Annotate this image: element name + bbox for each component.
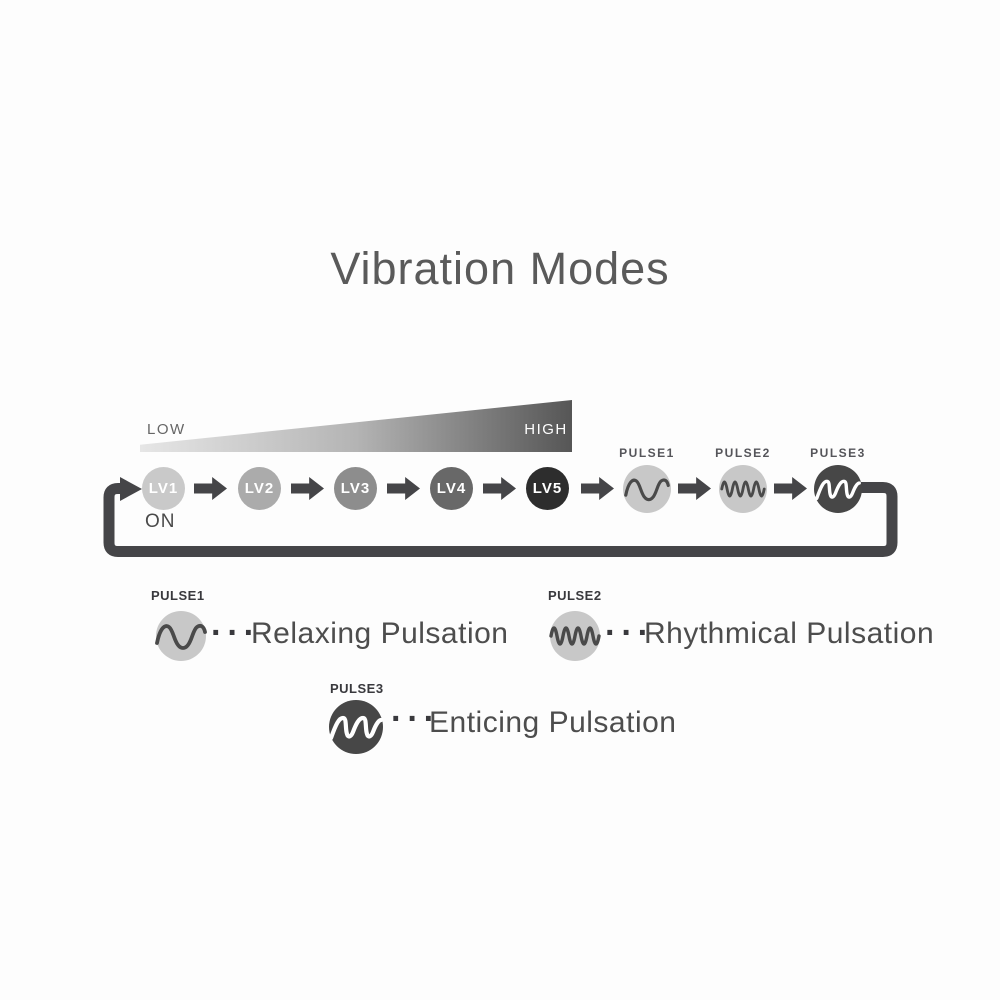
pulse3-top-label: PULSE3 bbox=[810, 446, 866, 460]
lv2-label: LV2 bbox=[244, 480, 275, 497]
lv3-label: LV3 bbox=[340, 480, 371, 497]
sawtooth-wave-icon bbox=[328, 715, 384, 741]
dense-wave-icon bbox=[720, 480, 766, 498]
lv4-label: LV4 bbox=[436, 480, 467, 497]
legend-pulse2-label: PULSE2 bbox=[548, 588, 602, 603]
legend-pulse1-circle bbox=[155, 611, 207, 661]
sine-wave-icon bbox=[624, 478, 670, 502]
low-intensity-label: LOW bbox=[147, 421, 186, 438]
legend-pulse3-circle bbox=[328, 700, 384, 754]
sine-wave-icon bbox=[155, 623, 207, 650]
pulse1-top-label: PULSE1 bbox=[619, 446, 675, 460]
high-intensity-label: HIGH bbox=[524, 421, 568, 438]
mode-circle-lv2: LV2 bbox=[238, 467, 281, 510]
mode-circle-pulse3 bbox=[814, 465, 862, 513]
ellipsis-dots: ··· bbox=[605, 613, 654, 652]
mode-circle-lv1: LV1 bbox=[142, 467, 185, 510]
loop-arrowhead-icon bbox=[120, 477, 142, 501]
power-on-label: ON bbox=[145, 511, 176, 532]
sawtooth-wave-icon bbox=[815, 479, 861, 501]
mode-circle-pulse2 bbox=[719, 465, 767, 513]
ellipsis-dots: ··· bbox=[211, 613, 260, 652]
legend-pulse1-label: PULSE1 bbox=[151, 588, 205, 603]
lv1-label: LV1 bbox=[148, 480, 179, 497]
legend-pulse3-label: PULSE3 bbox=[330, 681, 384, 696]
mode-circle-lv5: LV5 bbox=[526, 467, 569, 510]
legend-pulse2-circle bbox=[549, 611, 601, 661]
mode-circle-lv4: LV4 bbox=[430, 467, 473, 510]
legend-pulse1-description: Relaxing Pulsation bbox=[251, 617, 509, 650]
lv5-label: LV5 bbox=[532, 480, 563, 497]
mode-circle-pulse1 bbox=[623, 465, 671, 513]
legend-pulse2-description: Rhythmical Pulsation bbox=[644, 617, 935, 650]
mode-circle-lv3: LV3 bbox=[334, 467, 377, 510]
page-title: Vibration Modes bbox=[330, 243, 670, 294]
ellipsis-dots: ··· bbox=[391, 699, 440, 738]
legend-pulse3-description: Enticing Pulsation bbox=[429, 706, 677, 739]
pulse2-top-label: PULSE2 bbox=[715, 446, 771, 460]
dense-wave-icon bbox=[549, 626, 601, 646]
